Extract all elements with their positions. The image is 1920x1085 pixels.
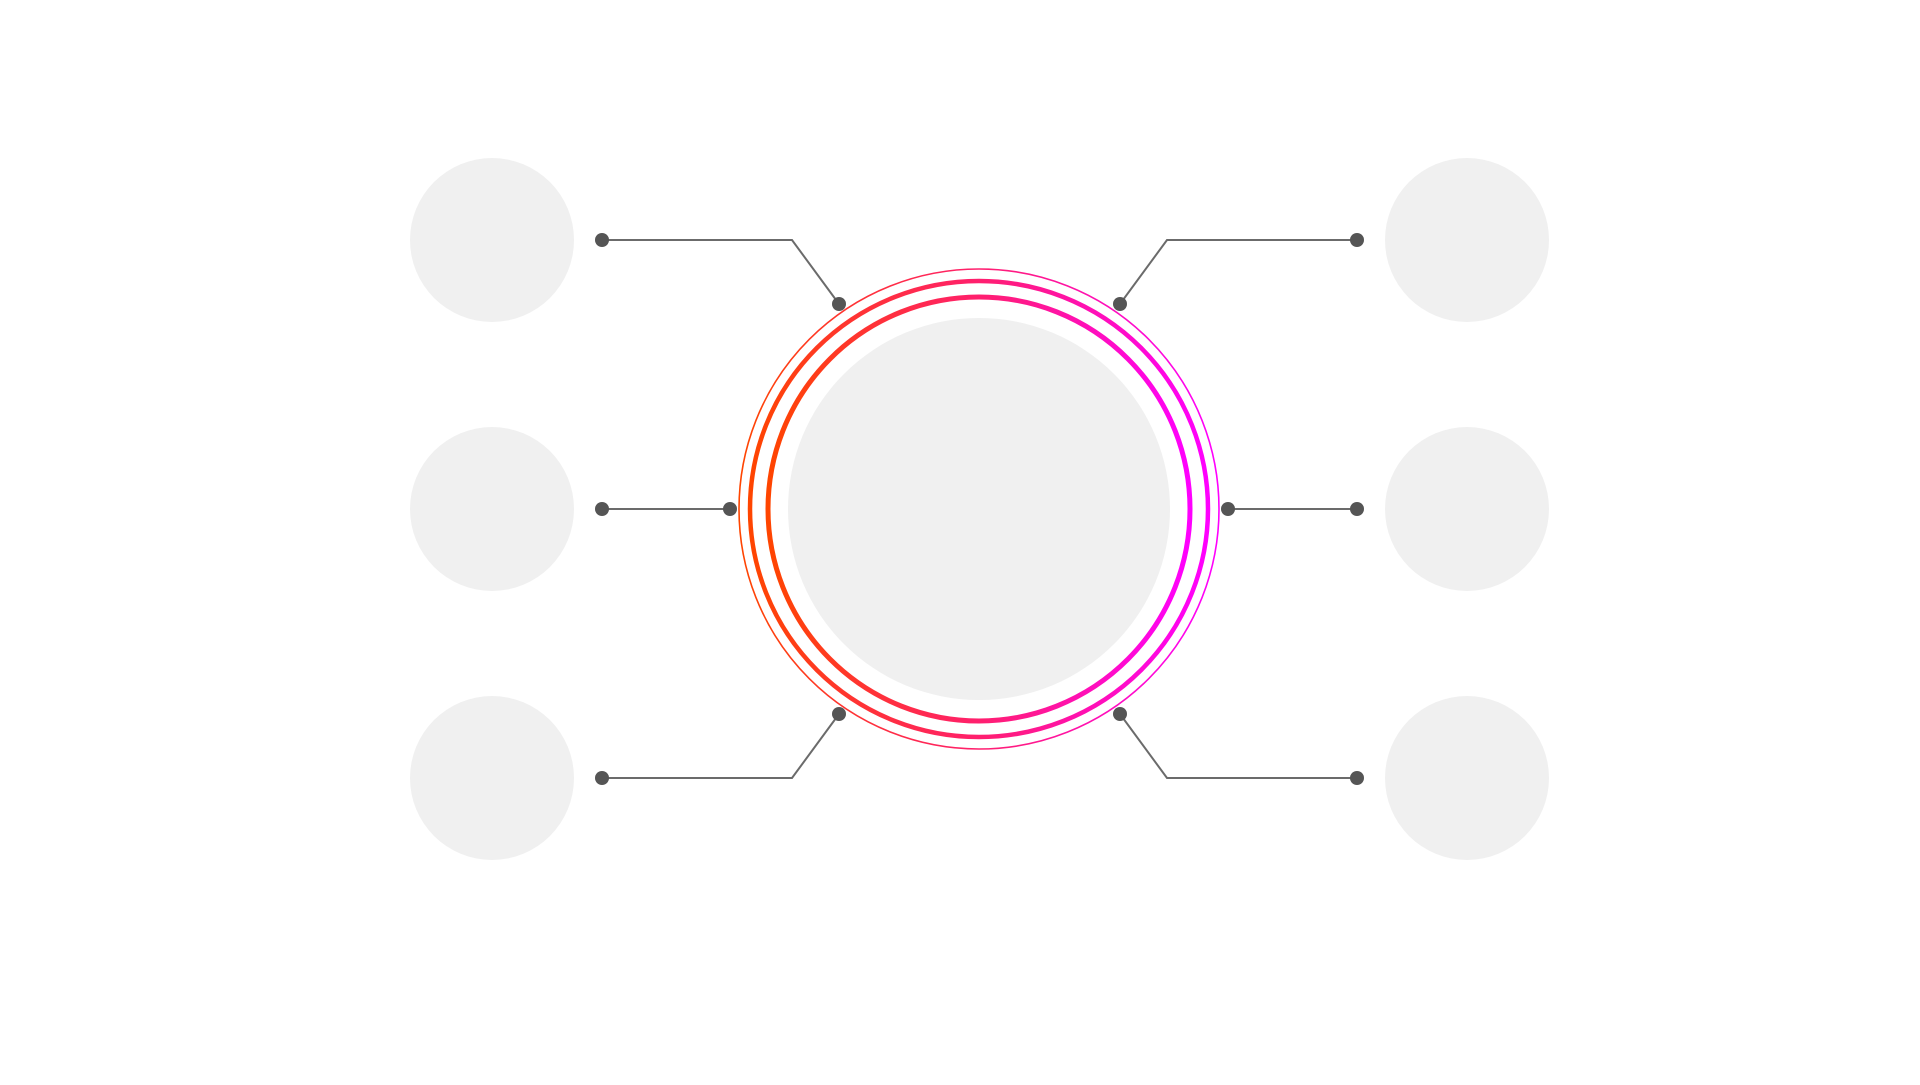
connector-start-dot bbox=[723, 502, 737, 516]
connector-line bbox=[1119, 239, 1357, 305]
connector-start-dot bbox=[832, 707, 846, 721]
outer-node-left-bottom bbox=[410, 696, 574, 860]
connector-end-dot bbox=[1350, 771, 1364, 785]
connector-right-middle bbox=[1221, 502, 1364, 516]
outer-node-left-top bbox=[410, 158, 574, 322]
outer-node-right-bottom bbox=[1385, 696, 1549, 860]
connector-line bbox=[602, 239, 840, 305]
connector-start-dot bbox=[1113, 707, 1127, 721]
outer-node-right-middle bbox=[1385, 427, 1549, 591]
connector-left-bottom bbox=[595, 707, 846, 785]
inner-ring bbox=[765, 294, 1193, 724]
connector-line bbox=[1119, 713, 1357, 779]
connector-end-dot bbox=[1350, 502, 1364, 516]
connector-left-top bbox=[595, 233, 846, 311]
connector-right-bottom bbox=[1113, 707, 1364, 785]
outer-ring-thin bbox=[738, 268, 1220, 750]
connector-right-top bbox=[1113, 233, 1364, 311]
connector-end-dot bbox=[1350, 233, 1364, 247]
connector-start-dot bbox=[1113, 297, 1127, 311]
connector-end-dot bbox=[595, 771, 609, 785]
connector-left-middle bbox=[595, 502, 737, 516]
connector-end-dot bbox=[595, 502, 609, 516]
outer-node-right-top bbox=[1385, 158, 1549, 322]
outer-node-left-middle bbox=[410, 427, 574, 591]
connector-line bbox=[602, 713, 840, 779]
center-node bbox=[788, 318, 1170, 700]
connector-start-dot bbox=[832, 297, 846, 311]
outer-ring-thick bbox=[747, 278, 1211, 740]
connector-end-dot bbox=[595, 233, 609, 247]
center-rings bbox=[738, 268, 1220, 750]
connector-start-dot bbox=[1221, 502, 1235, 516]
